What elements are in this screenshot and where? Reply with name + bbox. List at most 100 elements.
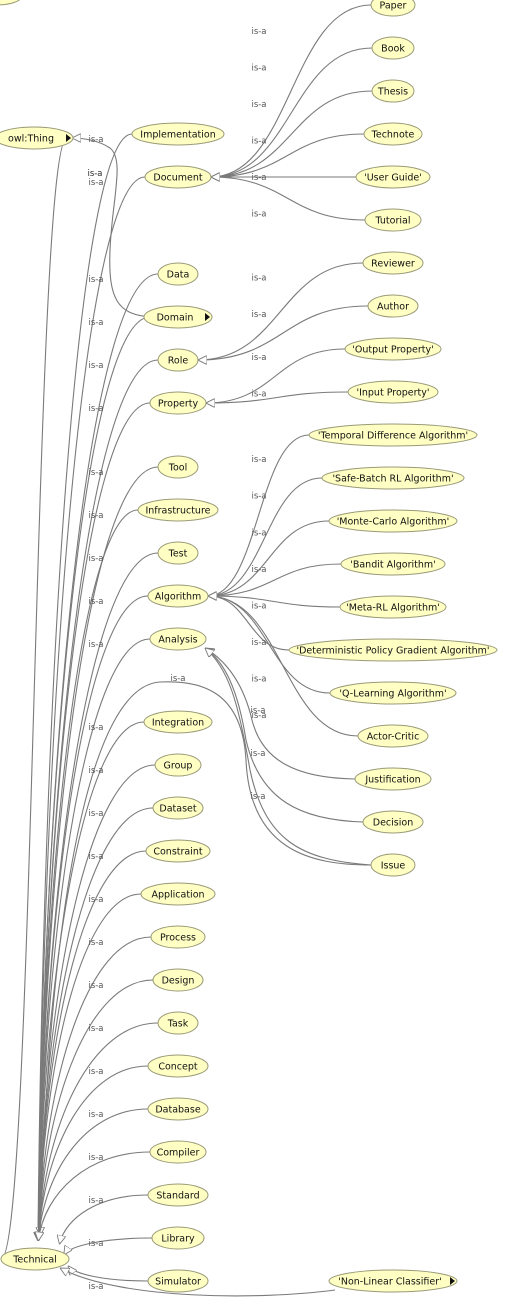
node-group-shape[interactable] [154,753,202,777]
node-test-shape[interactable] [157,541,199,565]
node-domain-shape[interactable] [143,305,213,329]
node-thesis[interactable]: Thesis [371,79,415,103]
node-standard-shape[interactable] [147,1183,209,1207]
node-simulator-shape[interactable] [147,1269,209,1293]
node-compiler[interactable]: Compiler [149,1140,207,1164]
node-thing-shape[interactable] [0,126,74,150]
node-nlc[interactable]: 'Non-Linear Classifier' [328,1269,458,1293]
node-test[interactable]: Test [157,541,199,565]
expand-triangle-icon[interactable] [450,1277,455,1285]
node-inputprop-shape[interactable] [347,380,439,404]
node-analysis[interactable]: Analysis [149,627,207,651]
node-concept-shape[interactable] [147,1054,209,1078]
node-design-shape[interactable] [152,968,204,992]
node-book[interactable]: Book [371,36,415,60]
node-tool[interactable]: Tool [157,455,199,479]
node-bandit[interactable]: 'Bandit Algorithm' [340,552,446,576]
node-paper-shape[interactable] [370,0,416,17]
node-outputprop-shape[interactable] [344,337,442,361]
node-simulator[interactable]: Simulator [147,1269,209,1293]
node-tool-shape[interactable] [157,455,199,479]
node-author[interactable]: Author [367,294,419,318]
node-data[interactable]: Data [157,262,199,286]
node-implementation[interactable]: Implementation [131,122,225,146]
node-implementation-shape[interactable] [131,122,225,146]
node-database-shape[interactable] [147,1097,209,1121]
node-justification-shape[interactable] [354,767,432,791]
node-document[interactable]: Document [144,165,212,189]
node-actorcritic-shape[interactable] [357,724,429,748]
node-design[interactable]: Design [152,968,204,992]
node-library-shape[interactable] [151,1226,205,1250]
node-book-shape[interactable] [371,36,415,60]
node-role-shape[interactable] [157,348,199,372]
node-metarl-shape[interactable] [339,595,447,619]
node-process-shape[interactable] [150,925,206,949]
node-thing[interactable]: owl:Thing [0,126,74,150]
node-mca[interactable]: 'Monte-Carlo Algorithm' [328,509,458,533]
node-compiler-shape[interactable] [149,1140,207,1164]
node-application[interactable]: Application [140,882,216,906]
node-decision[interactable]: Decision [362,810,424,834]
node-library[interactable]: Library [151,1226,205,1250]
node-dataset-shape[interactable] [152,796,204,820]
node-infrastructure[interactable]: Infrastructure [137,498,219,522]
node-concept[interactable]: Concept [147,1054,209,1078]
node-constraint-shape[interactable] [145,839,211,863]
node-analysis-shape[interactable] [149,627,207,651]
node-dpg-shape[interactable] [288,638,498,662]
node-mca-shape[interactable] [328,509,458,533]
node-infrastructure-shape[interactable] [137,498,219,522]
node-thesis-shape[interactable] [371,79,415,103]
node-inputprop[interactable]: 'Input Property' [347,380,439,404]
node-qlearn-shape[interactable] [329,681,457,705]
node-document-shape[interactable] [144,165,212,189]
node-role[interactable]: Role [157,348,199,372]
node-sbrl-shape[interactable] [321,466,465,490]
node-task-shape[interactable] [157,1011,199,1035]
node-issue[interactable]: Issue [370,853,416,877]
node-userguide-shape[interactable] [355,165,431,189]
node-reviewer[interactable]: Reviewer [362,251,424,275]
node-constraint[interactable]: Constraint [145,839,211,863]
node-technical[interactable]: Technical [0,1247,70,1271]
node-paper[interactable]: Paper [370,0,416,17]
node-actorcritic[interactable]: Actor-Critic [357,724,429,748]
node-data-shape[interactable] [157,262,199,286]
node-group[interactable]: Group [154,753,202,777]
node-process[interactable]: Process [150,925,206,949]
expand-triangle-icon[interactable] [205,313,210,321]
node-integration[interactable]: Integration [143,710,213,734]
node-technical-shape[interactable] [0,1247,70,1271]
node-justification[interactable]: Justification [354,767,432,791]
node-dataset[interactable]: Dataset [152,796,204,820]
node-sbrl[interactable]: 'Safe-Batch RL Algorithm' [321,466,465,490]
node-property[interactable]: Property [149,391,207,415]
node-technote-shape[interactable] [363,122,423,146]
node-decision-shape[interactable] [362,810,424,834]
node-nlc-shape[interactable] [328,1269,458,1293]
node-bandit-shape[interactable] [340,552,446,576]
node-outputprop[interactable]: 'Output Property' [344,337,442,361]
node-algorithm[interactable]: Algorithm [147,584,209,608]
node-property-shape[interactable] [149,391,207,415]
offscreen-node[interactable] [0,0,22,6]
node-algorithm-shape[interactable] [147,584,209,608]
expand-triangle-icon[interactable] [66,134,71,142]
node-userguide[interactable]: 'User Guide' [355,165,431,189]
node-integration-shape[interactable] [143,710,213,734]
node-tda[interactable]: 'Temporal Difference Algorithm' [308,423,478,447]
node-qlearn[interactable]: 'Q-Learning Algorithm' [329,681,457,705]
node-technote[interactable]: Technote [363,122,423,146]
node-reviewer-shape[interactable] [362,251,424,275]
node-issue-shape[interactable] [370,853,416,877]
node-application-shape[interactable] [140,882,216,906]
node-dpg[interactable]: 'Deterministic Policy Gradient Algorithm… [288,638,498,662]
node-domain[interactable]: Domain [143,305,213,329]
node-database[interactable]: Database [147,1097,209,1121]
node-author-shape[interactable] [367,294,419,318]
node-tutorial[interactable]: Tutorial [364,208,422,232]
node-metarl[interactable]: 'Meta-RL Algorithm' [339,595,447,619]
node-tda-shape[interactable] [308,423,478,447]
